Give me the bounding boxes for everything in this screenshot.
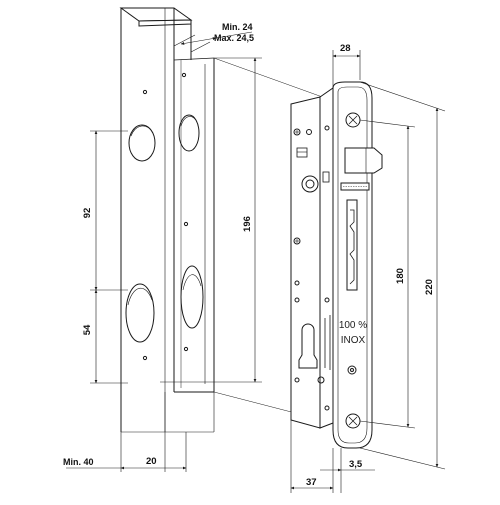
- dim-lower-gap: 54: [82, 324, 93, 335]
- lock-body: [290, 81, 383, 449]
- faceplate-screw: [347, 365, 357, 375]
- dim-backset: 37: [306, 477, 317, 488]
- cylinder-cutout: [298, 323, 318, 369]
- post-dimensions: [66, 31, 331, 472]
- post-tube: [119, 7, 215, 433]
- dim-inner-width: 20: [146, 456, 157, 467]
- inox-line1: 100 %: [339, 320, 367, 331]
- dim-bottom-min-width: Min. 40: [63, 457, 94, 467]
- dim-screw-spacing: 180: [395, 268, 406, 284]
- post-hole-lower: [125, 283, 155, 343]
- case-screw-1-icon: [293, 128, 301, 136]
- post-hole-upper: [128, 124, 156, 162]
- post-top-face: [119, 7, 193, 22]
- lock-dimensions: [290, 50, 446, 493]
- latch-bolt: [344, 147, 383, 174]
- dim-min-width: Min. 24: [222, 22, 253, 32]
- dim-post-height: 196: [242, 216, 253, 232]
- label-plate: [340, 182, 370, 191]
- dim-offset: 3,5: [349, 459, 363, 470]
- dim-faceplate-width: 28: [340, 43, 351, 54]
- hook-slot: [346, 199, 358, 291]
- side-hole-lower: [180, 265, 204, 329]
- follower-hub: [301, 175, 319, 193]
- dim-lock-height: 220: [424, 279, 435, 295]
- side-hole-upper: [178, 114, 200, 152]
- dim-upper-gap: 92: [82, 208, 93, 219]
- inox-line2: INOX: [341, 335, 366, 346]
- dim-max-width: Max. 24,5: [214, 33, 254, 43]
- case-screw-2-icon: [293, 237, 301, 245]
